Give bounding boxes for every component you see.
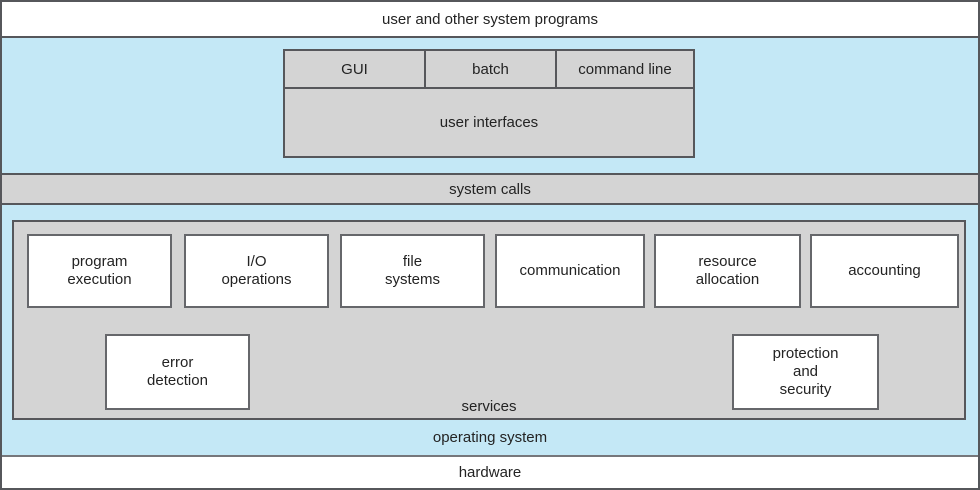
service-protection-security-label: protection and security bbox=[772, 344, 839, 399]
ui-cell-command-line: command line bbox=[557, 51, 693, 87]
service-box-program-execution: program execution bbox=[27, 234, 172, 308]
services-label: services bbox=[461, 398, 517, 415]
service-box-protection-security: protection and security bbox=[732, 334, 879, 410]
user-interfaces-label: user interfaces bbox=[439, 114, 539, 131]
ui-cell-gui-label: GUI bbox=[341, 60, 368, 78]
service-resource-allocation-label: resource allocation bbox=[695, 252, 760, 288]
region-operating-system: program execution I/O operations file sy… bbox=[2, 205, 978, 455]
region-user-interfaces: GUI batch command line user interfaces bbox=[2, 38, 978, 173]
ui-cell-batch: batch bbox=[424, 51, 557, 87]
service-error-detection-label: error detection bbox=[147, 353, 208, 389]
band-user-programs-label: user and other system programs bbox=[382, 10, 598, 28]
operating-system-label-area: operating system bbox=[2, 420, 978, 455]
band-system-calls-label: system calls bbox=[449, 180, 531, 198]
ui-cell-gui: GUI bbox=[285, 51, 424, 87]
service-box-communication: communication bbox=[495, 234, 645, 308]
user-interfaces-box: GUI batch command line user interfaces bbox=[283, 49, 695, 158]
service-box-error-detection: error detection bbox=[105, 334, 250, 410]
services-panel: program execution I/O operations file sy… bbox=[12, 220, 966, 420]
band-user-programs: user and other system programs bbox=[2, 2, 978, 38]
user-interfaces-label-area: user interfaces bbox=[285, 89, 693, 156]
service-io-operations-label: I/O operations bbox=[221, 252, 292, 288]
operating-system-label: operating system bbox=[432, 429, 548, 446]
service-communication-label: communication bbox=[519, 261, 621, 279]
service-accounting-label: accounting bbox=[848, 261, 921, 279]
band-system-calls: system calls bbox=[2, 173, 978, 205]
user-interface-types-row: GUI batch command line bbox=[285, 51, 693, 89]
ui-cell-batch-label: batch bbox=[472, 60, 509, 78]
service-box-file-systems: file systems bbox=[340, 234, 485, 308]
service-file-systems-label: file systems bbox=[384, 252, 440, 288]
service-box-io-operations: I/O operations bbox=[184, 234, 329, 308]
band-hardware-label: hardware bbox=[458, 464, 522, 481]
band-hardware: hardware bbox=[2, 455, 978, 488]
ui-cell-command-line-label: command line bbox=[578, 60, 672, 78]
service-program-execution-label: program execution bbox=[67, 252, 132, 288]
service-box-accounting: accounting bbox=[810, 234, 959, 308]
service-box-resource-allocation: resource allocation bbox=[654, 234, 801, 308]
